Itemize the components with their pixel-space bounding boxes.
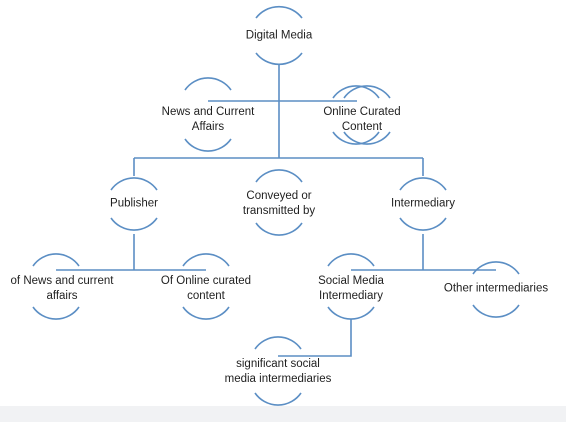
- node-shape-pub-curated: [182, 253, 230, 320]
- node-shape-other: [472, 261, 520, 318]
- node-label-significant: significant social media intermediaries: [224, 358, 332, 385]
- connector-layer: [32, 5, 520, 406]
- node-label-news: News and Current Affairs: [161, 106, 255, 133]
- node-shape-intermediary: [399, 177, 447, 231]
- node-label-publisher: Publisher: [110, 197, 158, 210]
- connector-social-down: [278, 319, 352, 357]
- node-shape-social: [327, 253, 375, 320]
- diagram-canvas: Digital Media News and Current Affairs O…: [10, 5, 549, 406]
- node-shape-pub-news: [32, 253, 80, 320]
- node-label-social: Social Media Intermediary: [318, 275, 384, 302]
- node-label-pub-curated: Of Online curated content: [160, 275, 252, 302]
- node-label-root: Digital Media: [245, 29, 313, 42]
- bottom-strip: [0, 406, 566, 422]
- node-label-intermediary: Intermediary: [391, 197, 455, 210]
- node-shape-conveyed: [255, 169, 303, 236]
- node-label-pub-news: of News and current affairs: [10, 275, 114, 302]
- node-shape-curated: [332, 85, 391, 145]
- node-shape-publisher: [110, 177, 158, 231]
- node-label-conveyed: Conveyed or transmitted by: [242, 190, 316, 217]
- node-label-other: Other intermediaries: [443, 282, 549, 295]
- node-shape-news: [184, 77, 232, 152]
- node-shape-significant: [254, 336, 302, 406]
- node-shape-root: [255, 5, 303, 66]
- node-label-curated: Online Curated Content: [323, 106, 401, 133]
